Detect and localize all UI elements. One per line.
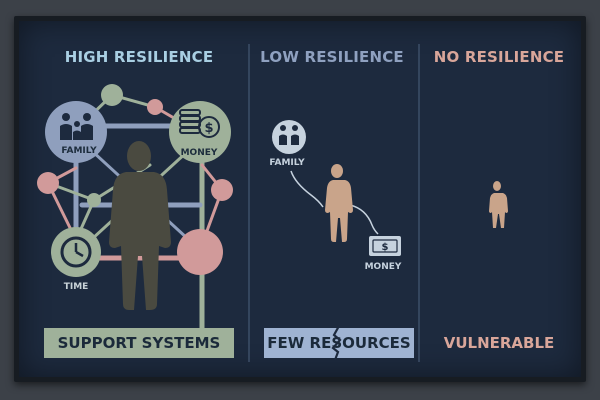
family-label: FAMILY	[61, 146, 97, 156]
clock-icon	[60, 236, 92, 268]
family-icon	[60, 113, 93, 140]
link-low	[290, 170, 324, 208]
money-label-low: MONEY	[364, 262, 402, 272]
heading-high-resilience: HIGH RESILIENCE	[64, 48, 214, 66]
node-small	[37, 172, 59, 194]
heading-no-resilience: NO RESILIENCE	[433, 48, 565, 66]
node-small	[211, 179, 233, 201]
time-label: TIME	[63, 282, 89, 292]
node-small	[87, 193, 101, 207]
family-icon	[279, 125, 299, 145]
few-resources-banner: FEW RESOURCES	[264, 328, 414, 358]
person-icon	[109, 141, 171, 310]
node-small	[147, 99, 163, 115]
heading-low-resilience: LOW RESILIENCE	[260, 48, 404, 66]
support-systems-banner: SUPPORT SYSTEMS	[44, 328, 234, 358]
money-label: MONEY	[180, 148, 218, 158]
low-family-node	[272, 120, 306, 154]
person-icon	[489, 181, 508, 228]
crack-icon	[331, 326, 342, 360]
person-icon	[325, 164, 353, 242]
vulnerable-banner: VULNERABLE	[443, 334, 555, 352]
svg-text:$: $	[204, 121, 213, 136]
coins-icon: $	[179, 109, 220, 138]
dollar-bill-icon: $	[369, 236, 401, 256]
node-small	[101, 84, 123, 106]
svg-text:$: $	[382, 242, 389, 253]
node-large	[177, 229, 223, 275]
family-label-low: FAMILY	[269, 158, 305, 168]
link-low	[349, 204, 379, 235]
